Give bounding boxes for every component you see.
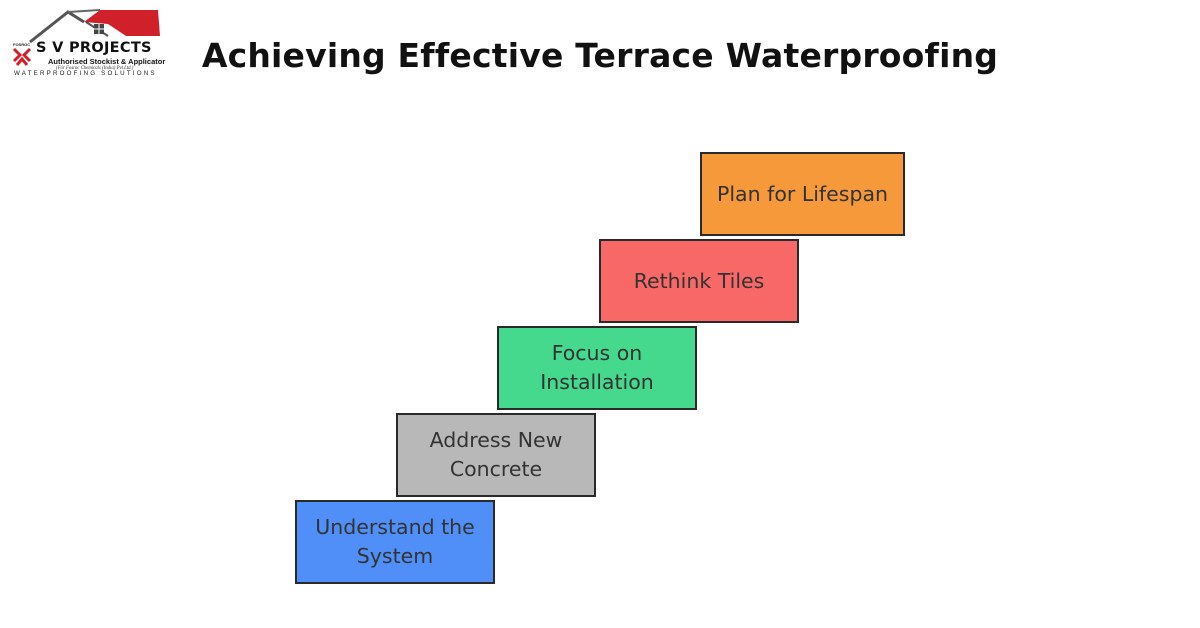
step-label: Rethink Tiles [633, 268, 765, 293]
step-focus-on-installation: Focus on Installation [497, 326, 697, 410]
step-address-new-concrete: Address New Concrete [396, 413, 596, 497]
step-understand-the-system: Understand the System [295, 500, 495, 584]
step-label: Focus on Installation [540, 341, 654, 394]
logo-subline: (For Fosroc Chemicals (India) Pvt.Ltd.) [56, 66, 134, 71]
logo-brand-name: S V PROJECTS [36, 40, 152, 56]
logo-mini-mark: FOSROC [13, 42, 31, 47]
step-label: Plan for Lifespan [716, 181, 889, 206]
logo-tagline: Authorised Stockist & Applicator [48, 57, 166, 66]
step-label: Address New Concrete [429, 428, 563, 481]
logo-slogan: WATERPROOFING SOLUTIONS [14, 70, 157, 77]
page-title: Achieving Effective Terrace Waterproofin… [201, 36, 999, 75]
step-label: Understand the System [315, 515, 475, 568]
company-logo: FOSROC S V PROJECTS Authorised Stockist … [8, 6, 180, 80]
emblem-icon [12, 47, 32, 66]
step-rethink-tiles: Rethink Tiles [599, 239, 799, 323]
house-roof-icon [12, 9, 160, 66]
step-plan-for-lifespan: Plan for Lifespan [700, 152, 905, 236]
